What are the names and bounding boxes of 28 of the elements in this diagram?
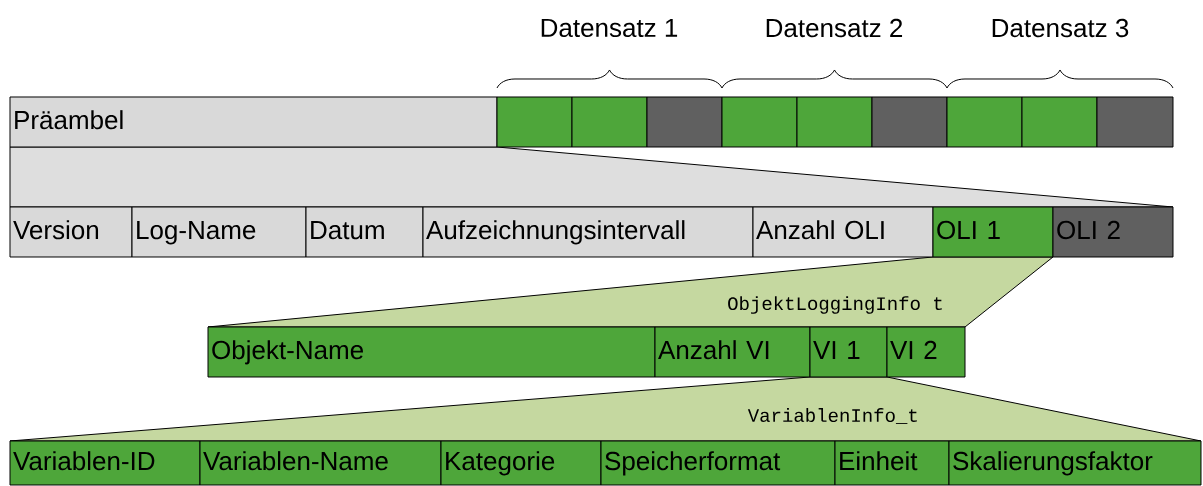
data-block — [496, 96, 573, 148]
field-cell: Einheit — [834, 440, 950, 486]
data-block — [721, 96, 798, 148]
field-cell: Anzahl VI — [654, 326, 811, 378]
field-cell: Log-Name — [131, 206, 307, 258]
field-cell: Datum — [305, 206, 424, 258]
field-cell: Variablen-ID — [9, 440, 201, 486]
data-block — [946, 96, 1023, 148]
data-block — [871, 96, 948, 148]
field-cell: Anzahl OLI — [752, 206, 934, 258]
field-cell: OLI 1 — [932, 206, 1054, 258]
field-cell: VI 1 — [809, 326, 888, 378]
field-cell: Variablen-Name — [199, 440, 442, 486]
field-cell: VI 2 — [886, 326, 966, 378]
type-label: ObjektLoggingInfo t — [728, 296, 942, 314]
type-label: VariablenInfo_t — [747, 408, 917, 424]
group-label: Datensatz 3 — [992, 18, 1129, 38]
data-block — [1021, 96, 1098, 148]
group-label: Datensatz 2 — [766, 18, 903, 38]
field-cell: OLI 2 — [1052, 206, 1174, 258]
group-label: Datensatz 1 — [541, 18, 678, 38]
data-block — [646, 96, 723, 148]
field-cell: Kategorie — [440, 440, 602, 486]
field-cell: Version — [9, 206, 133, 258]
data-block — [796, 96, 873, 148]
field-cell: Präambel — [9, 96, 498, 148]
data-block — [571, 96, 648, 148]
data-block — [1096, 96, 1174, 148]
